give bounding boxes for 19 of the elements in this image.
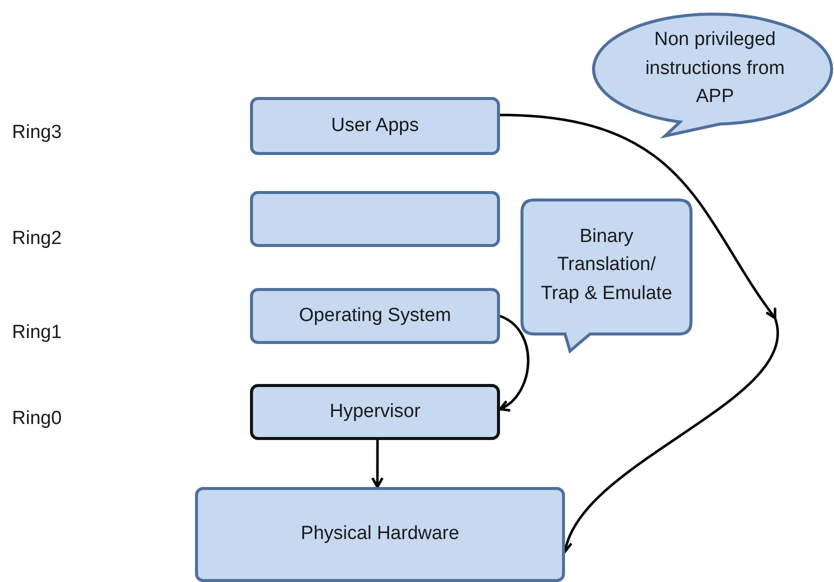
layer-box: [250, 288, 500, 344]
box-label: User Apps: [331, 114, 419, 138]
speech-bubble: [520, 198, 693, 353]
callout-text: Binary Translation/ Trap & Emulate: [540, 224, 674, 306]
arrow: [498, 314, 530, 410]
callout-text: Non privileged instructions from APP: [644, 28, 786, 110]
ring-label: Ring3: [12, 122, 62, 144]
ring-label: Ring1: [12, 322, 62, 344]
arrow: [371, 440, 384, 488]
ring-label: Ring0: [12, 408, 62, 430]
layer-box: [250, 97, 500, 155]
layer-box: [195, 487, 565, 582]
layer-box: [250, 384, 500, 440]
arrow: [500, 114, 779, 553]
layer-box: [250, 191, 500, 247]
ring-label: Ring2: [12, 228, 62, 250]
box-label: Hypervisor: [330, 400, 420, 424]
box-label: Physical Hardware: [300, 522, 460, 546]
box-label: Operating System: [298, 304, 452, 328]
